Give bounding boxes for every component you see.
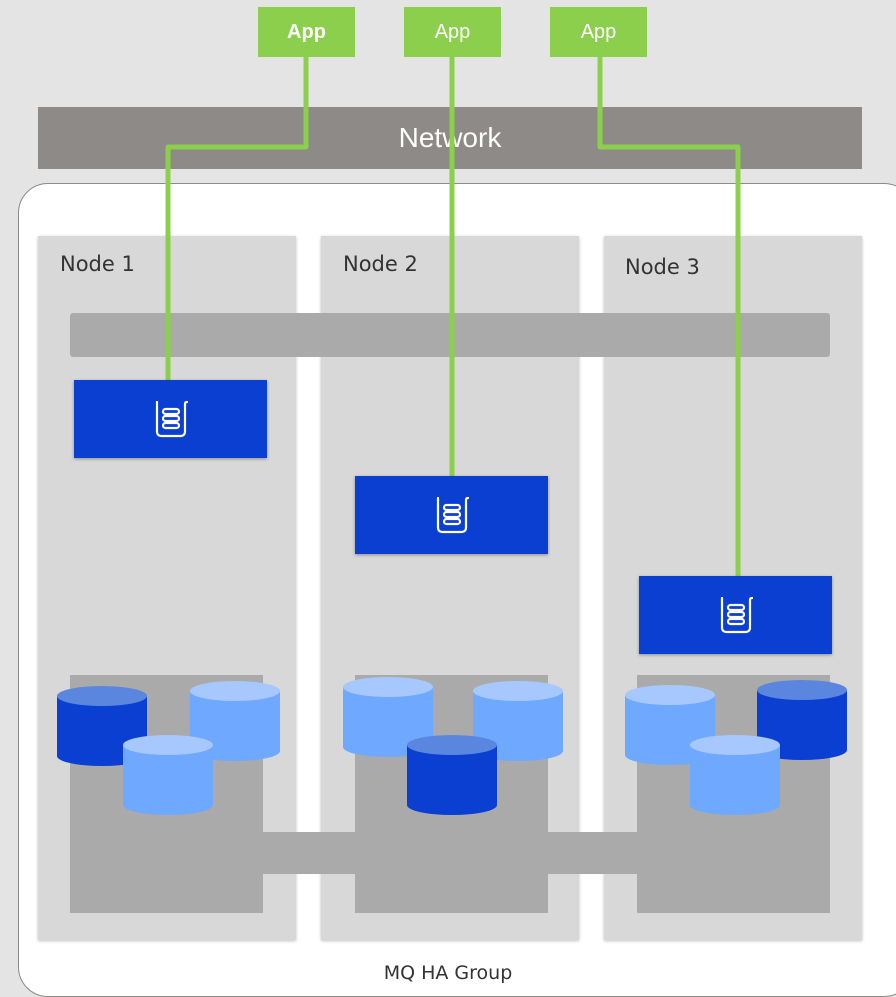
network-bar: Network (38, 107, 862, 169)
queue-manager-2 (355, 476, 548, 554)
app-label-3: App (580, 20, 617, 43)
node-3-label: Node 3 (625, 255, 700, 279)
network-label: Network (398, 122, 502, 153)
app-box-1: App (258, 7, 355, 57)
queue-icon (155, 400, 188, 438)
replication-bar (70, 313, 830, 357)
app-label-1: App (287, 20, 326, 43)
group-label: MQ HA Group (383, 962, 513, 984)
storage-link-bar (262, 832, 638, 874)
node-1-label: Node 1 (60, 252, 135, 276)
app-box-2: App (404, 7, 501, 57)
storage-area-1 (70, 675, 263, 913)
storage-area-2 (355, 675, 548, 913)
storage-area-3 (637, 675, 830, 913)
queue-manager-1 (74, 380, 267, 458)
app-label-2: App (434, 20, 471, 43)
app-box-3: App (550, 7, 647, 57)
node-2-label: Node 2 (343, 252, 418, 276)
queue-icon (720, 596, 753, 634)
queue-manager-3 (639, 576, 832, 654)
queue-icon (436, 496, 469, 534)
